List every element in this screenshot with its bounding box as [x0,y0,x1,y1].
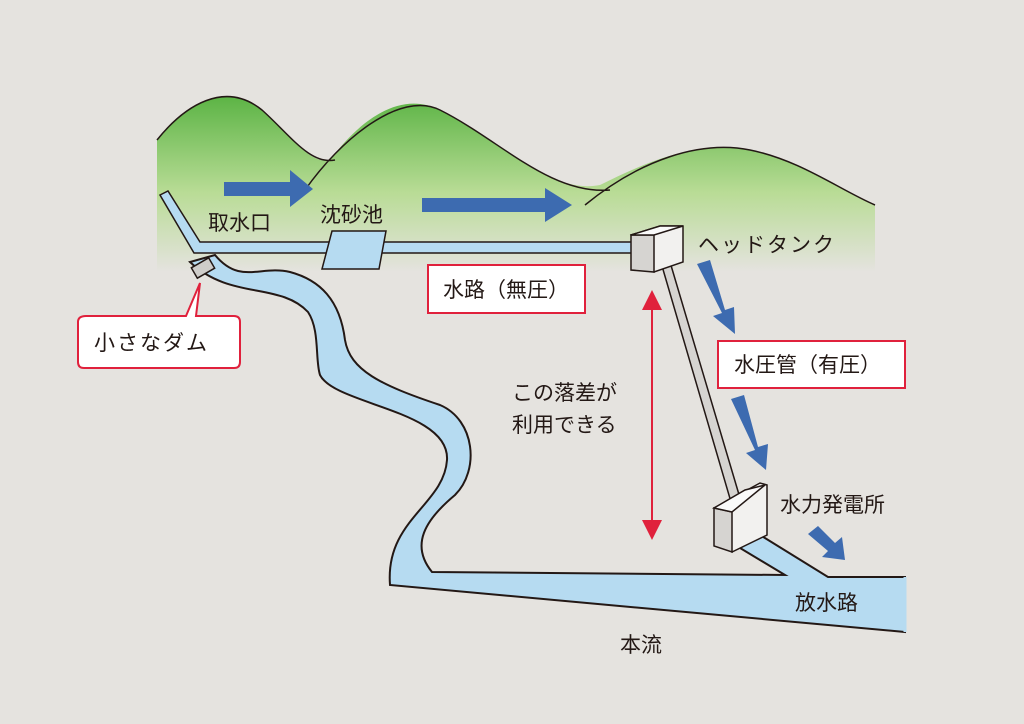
flow-arrow-icon [808,526,845,560]
flow-arrow-icon [422,188,572,222]
waterway-label: 水路（無圧） [443,278,569,302]
penstock-label-box [717,340,906,389]
small-dam-callout [77,282,241,369]
settling-basin-label: 沈砂池 [320,203,383,227]
power-station-label: 水力発電所 [780,493,885,517]
head-drop-label-2: 利用できる [512,413,617,437]
small-dam-label: 小さなダム [94,331,209,355]
flow-arrow-icon [731,395,768,470]
power-station-box [711,482,768,554]
head-tank-label: ヘッドタンク [698,233,836,257]
intake-label: 取水口 [208,211,271,235]
mountain-outline [156,95,876,206]
mountains [157,96,875,272]
head-tank-box [629,225,684,273]
flow-arrows [224,170,845,560]
settling-basin [321,230,387,270]
waterway-label-box [427,264,586,314]
head-drop-label-1: この落差が [512,381,617,405]
flow-arrow-icon [224,170,313,207]
small-dam [190,256,216,280]
flow-arrow-icon [697,260,735,334]
penstock-label: 水圧管（有圧） [734,353,881,377]
main-stream-label: 本流 [620,633,662,657]
river [188,253,906,634]
tailrace-label: 放水路 [795,591,858,615]
